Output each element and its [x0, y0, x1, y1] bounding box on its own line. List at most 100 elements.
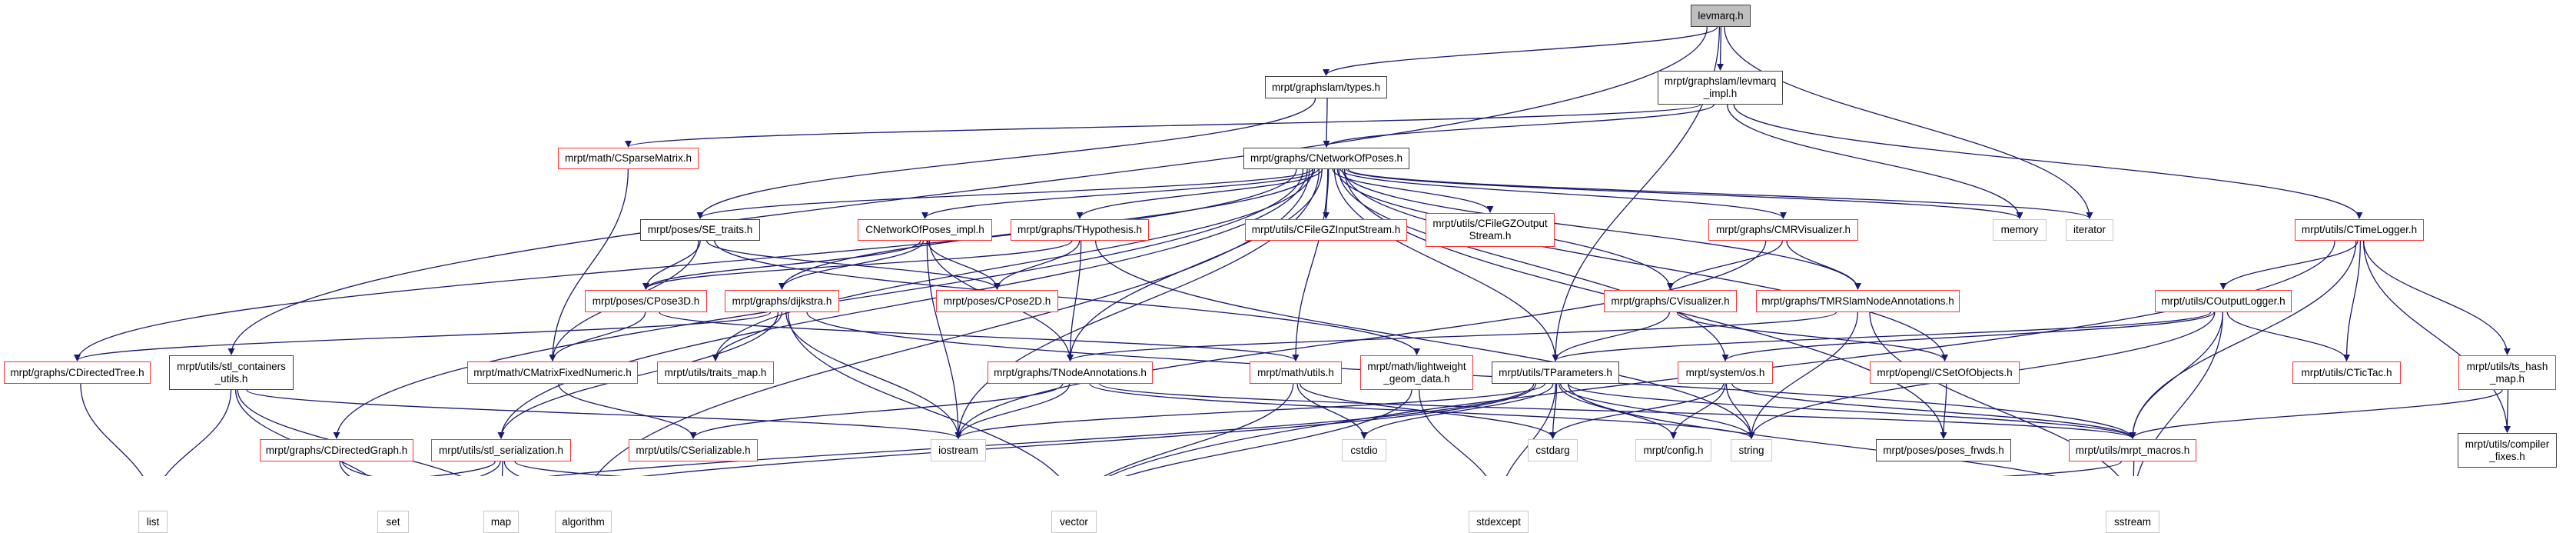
node-memory[interactable]: memory: [1993, 219, 2047, 241]
edge-stl_serialization-to-map: [501, 461, 503, 476]
node-cdirectedtree[interactable]: mrpt/graphs/CDirectedTree.h: [4, 361, 151, 384]
edge-lightweight_geom_data-to-vector: [1124, 389, 1412, 476]
node-list[interactable]: list: [138, 511, 168, 533]
node-cstdarg[interactable]: cstdarg: [1528, 439, 1578, 461]
edge-CVisualizer-to-TParameters: [1552, 311, 1670, 361]
node-cnetworkofposes-impl[interactable]: CNetworkOfPoses_impl.h: [858, 219, 992, 241]
node-label: vector: [1060, 515, 1088, 528]
edge-CNetworkOfPoses-to-stl_serialization: [497, 168, 1308, 439]
node-types[interactable]: mrpt/graphslam/types.h: [1265, 76, 1387, 98]
node-iostream[interactable]: iostream: [931, 439, 986, 461]
node-coutputlogger[interactable]: mrpt/utils/COutputLogger.h: [2155, 290, 2292, 312]
edge-stl_containers_utils-to-list: [164, 389, 232, 476]
node-label: mrpt/graphs/CNetworkOfPoses.h: [1250, 152, 1403, 164]
node-mrpt-macros[interactable]: mrpt/utils/mrpt_macros.h: [2069, 439, 2196, 461]
node-tnodeannotations[interactable]: mrpt/graphs/TNodeAnnotations.h: [988, 361, 1153, 384]
node-thypothesis[interactable]: mrpt/graphs/THypothesis.h: [1011, 219, 1149, 241]
node-set[interactable]: set: [377, 511, 409, 533]
node-label: mrpt/utils/CTicTac.h: [2301, 366, 2392, 378]
node-math-utils[interactable]: mrpt/math/utils.h: [1250, 361, 1342, 384]
node-ts-hash-map[interactable]: mrpt/utils/ts_hash _map.h: [2458, 355, 2556, 390]
node-traits-map[interactable]: mrpt/utils/traits_map.h: [657, 361, 774, 384]
edge-types-to-SE_traits: [696, 98, 1316, 219]
node-label: mrpt/math/utils.h: [1257, 366, 1334, 378]
node-config[interactable]: mrpt/config.h: [1635, 439, 1711, 461]
node-cpose2d[interactable]: mrpt/poses/CPose2D.h: [936, 290, 1058, 312]
node-label: map: [490, 515, 512, 528]
node-cfilegzinputstream[interactable]: mrpt/utils/CFileGZInputStream.h: [1245, 219, 1407, 241]
node-stl-containers-utils[interactable]: mrpt/utils/stl_containers _utils.h: [169, 355, 294, 390]
node-cmrvisualizer[interactable]: mrpt/graphs/CMRVisualizer.h: [1708, 219, 1858, 241]
edge-COutputLogger-to-mrpt_macros: [2129, 311, 2224, 439]
node-string[interactable]: string: [1731, 439, 1772, 461]
edge-types-to-CNetworkOfPoses: [1323, 98, 1330, 148]
node-vector[interactable]: vector: [1051, 511, 1097, 533]
edge-levmarq_impl-to-CSparseMatrix: [625, 104, 1701, 148]
edge-TParameters-to-mrpt_macros: [1567, 383, 2136, 439]
node-se-traits[interactable]: mrpt/poses/SE_traits.h: [640, 219, 760, 241]
node-os[interactable]: mrpt/system/os.h: [1678, 361, 1773, 384]
node-cpose3d[interactable]: mrpt/poses/CPose3D.h: [585, 290, 707, 312]
edge-TParameters-to-sstream: [1567, 383, 2056, 476]
edge-dijkstra-to-CDirectedTree: [74, 311, 772, 361]
node-poses-frwds[interactable]: mrpt/poses/poses_frwds.h: [1876, 439, 2011, 461]
edge-CSparseMatrix-to-CMatrixFixedNumeric: [549, 168, 629, 361]
node-label: mrpt/graphs/CMRVisualizer.h: [1715, 224, 1851, 235]
node-label: mrpt/utils/compiler _fixes.h: [2465, 438, 2550, 462]
node-dijkstra[interactable]: mrpt/graphs/dijkstra.h: [725, 290, 839, 312]
node-tmrslamnodeannotations[interactable]: mrpt/graphs/TMRSlamNodeAnnotations.h: [1756, 290, 1960, 312]
node-label: set: [386, 515, 400, 528]
node-label: levmarq.h: [1698, 9, 1744, 22]
edge-os-to-config: [1670, 383, 1726, 439]
node-compiler-fixes[interactable]: mrpt/utils/compiler _fixes.h: [2458, 433, 2557, 468]
edge-stl_serialization-to-algorithm: [503, 461, 520, 476]
node-label: mrpt/poses/CPose3D.h: [592, 295, 700, 307]
edge-TParameters-to-map: [641, 383, 1537, 476]
node-label: mrpt/utils/COutputLogger.h: [2161, 295, 2286, 307]
node-cvisualizer[interactable]: mrpt/graphs/CVisualizer.h: [1604, 290, 1737, 312]
node-lightweight-geom-data[interactable]: mrpt/math/lightweight _geom_data.h: [1360, 355, 1473, 390]
node-label: mrpt/config.h: [1643, 444, 1704, 456]
edge-stl_serialization-to-list: [429, 461, 496, 476]
edge-CTimeLogger-to-ts_hash_map: [2362, 240, 2511, 355]
node-label: mrpt/math/CMatrixFixedNumeric.h: [473, 366, 632, 378]
node-label: memory: [2000, 224, 2039, 235]
node-levmarq[interactable]: levmarq.h: [1691, 5, 1751, 27]
node-csetofobjects[interactable]: mrpt/opengl/CSetOfObjects.h: [1870, 361, 2020, 384]
node-cnetworkofposes[interactable]: mrpt/graphs/CNetworkOfPoses.h: [1243, 148, 1409, 169]
edge-TParameters-to-config: [1559, 383, 1677, 439]
node-label: mrpt/utils/traits_map.h: [664, 366, 767, 378]
node-cserializable[interactable]: mrpt/utils/CSerializable.h: [629, 439, 758, 461]
edge-CMRVisualizer-to-TMRSlamNodeAnnotations: [1786, 240, 1861, 290]
node-iterator[interactable]: iterator: [2066, 219, 2113, 241]
node-stl-serialization[interactable]: mrpt/utils/stl_serialization.h: [431, 439, 571, 461]
node-map[interactable]: map: [483, 511, 519, 533]
node-levmarq-impl[interactable]: mrpt/graphslam/levmarq _impl.h: [1658, 71, 1783, 105]
edge-CVisualizer-to-CSetOfObjects: [1677, 311, 1948, 361]
edge-TMRSlamNodeAnnotations-to-sstream: [1869, 311, 2120, 476]
edge-CNetworkOfPoses-to-algorithm: [595, 168, 1310, 476]
node-label: sstream: [2113, 515, 2151, 528]
node-sstream[interactable]: sstream: [2106, 511, 2159, 533]
edge-THypothesis-to-TNodeAnnotations: [1067, 240, 1082, 361]
node-ctimelogger[interactable]: mrpt/utils/CTimeLogger.h: [2295, 219, 2424, 241]
node-stdexcept[interactable]: stdexcept: [1469, 511, 1529, 533]
edge-TMRSlamNodeAnnotations-to-TNodeAnnotations: [1067, 311, 1837, 361]
node-ctictac[interactable]: mrpt/utils/CTicTac.h: [2292, 361, 2401, 384]
edge-CPose3D-to-math_utils: [659, 311, 1300, 361]
edge-CMRVisualizer-to-CVisualizer: [1667, 240, 1783, 290]
node-cmatrixfixednumeric[interactable]: mrpt/math/CMatrixFixedNumeric.h: [467, 361, 638, 384]
node-label: mrpt/utils/CTimeLogger.h: [2301, 224, 2418, 235]
edge-TParameters-to-cstdarg: [1549, 383, 1558, 439]
node-cstdio[interactable]: cstdio: [1342, 439, 1386, 461]
edge-dijkstra-to-vector: [787, 311, 1059, 476]
edge-os-to-cstdarg: [1549, 383, 1725, 439]
node-label: mrpt/utils/CFileGZOutput Stream.h: [1432, 218, 1548, 242]
edge-stl_serialization-to-set: [479, 461, 501, 476]
node-cdirectedgraph[interactable]: mrpt/graphs/CDirectedGraph.h: [260, 439, 413, 461]
node-algorithm[interactable]: algorithm: [555, 511, 612, 533]
node-cfilegzoutputstream[interactable]: mrpt/utils/CFileGZOutput Stream.h: [1426, 213, 1555, 247]
node-label: mrpt/utils/CSerializable.h: [636, 444, 751, 456]
node-csparsematrix[interactable]: mrpt/math/CSparseMatrix.h: [558, 148, 699, 169]
node-tparameters[interactable]: mrpt/utils/TParameters.h: [1492, 361, 1619, 384]
